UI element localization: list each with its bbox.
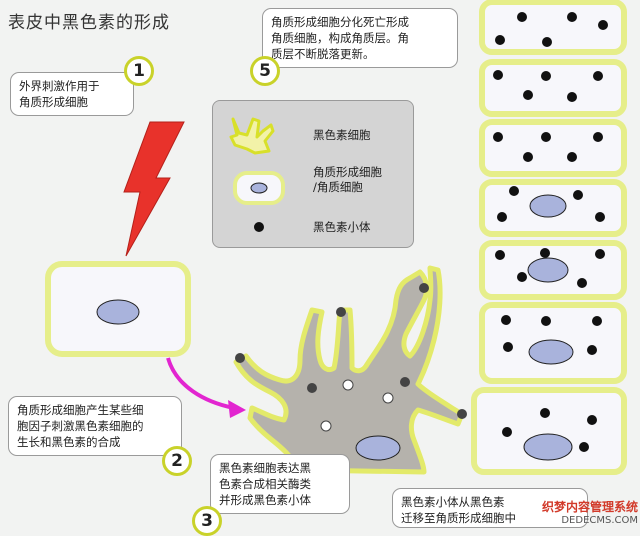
step-5-note: 角质形成细胞分化死亡形成 角质细胞，构成角质层。角 质层不断脱落更新。	[262, 8, 458, 68]
lightning-icon	[123, 121, 185, 257]
arrow-head-icon	[228, 400, 246, 418]
keratinocyte-layer-7	[471, 387, 627, 475]
nucleus	[528, 339, 574, 365]
keratinocyte-layer-2	[479, 59, 627, 117]
legend-icons	[229, 117, 285, 232]
legend: 黑色素细胞 角质形成细胞 /角质细胞 黑色素小体	[212, 100, 414, 248]
legend-melanocyte-label: 黑色素细胞	[313, 128, 371, 142]
step-3-note: 黑色素细胞表达黑 色素合成相关酶类 并形成黑色素小体	[210, 454, 350, 514]
watermark-line-2: DEDECMS.COM	[561, 515, 638, 526]
arrow-icon	[166, 357, 235, 410]
step-1-note: 外界刺激作用于 角质形成细胞	[10, 72, 134, 116]
keratinocyte-nucleus	[96, 299, 140, 325]
keratinocyte-layer-1	[479, 0, 627, 55]
legend-keratinocyte-label: 角质形成细胞 /角质细胞	[313, 165, 382, 194]
watermark-line-1: 织梦内容管理系统	[541, 500, 638, 514]
keratinocyte-column	[471, 0, 627, 475]
melanosome-dots	[493, 12, 608, 452]
step-3-badge: 3	[192, 506, 222, 536]
melanocyte-cell	[233, 265, 467, 475]
step-2-badge: 2	[162, 446, 192, 476]
melanocyte-nucleus	[355, 435, 401, 461]
step-4-note: 黑色素小体从黑色素 迁移至角质形成细胞中	[392, 488, 588, 528]
step-5-badge: 5	[250, 56, 280, 86]
nucleus	[529, 194, 567, 218]
keratinocyte-layer-3	[479, 119, 627, 177]
legend-melanosome-label: 黑色素小体	[313, 220, 371, 234]
melanosome-legend-icon	[254, 222, 264, 232]
watermark: 织梦内容管理系统 DEDECMS.COM	[542, 498, 638, 526]
step-1-badge: 1	[124, 56, 154, 86]
melanocyte-legend-icon	[229, 117, 275, 155]
nucleus	[527, 257, 569, 283]
step-2-note: 角质形成细胞产生某些细 胞因子刺激黑色素细胞的 生长和黑色素的合成	[8, 396, 182, 456]
page-title: 表皮中黑色素的形成	[8, 13, 170, 33]
nucleus	[523, 433, 573, 461]
